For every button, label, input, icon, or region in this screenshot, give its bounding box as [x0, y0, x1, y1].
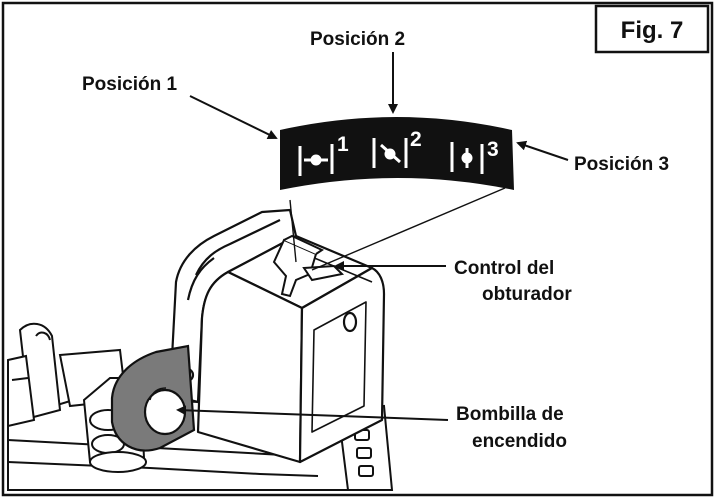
- label-shutter-control-line2: obturador: [482, 284, 572, 305]
- label-position-1: Posición 1: [82, 74, 177, 95]
- igniter-bulb: [110, 344, 196, 452]
- arrow-position-3: [516, 140, 569, 161]
- figure-tag-text: Fig. 7: [621, 17, 684, 44]
- dial-face: [280, 117, 514, 190]
- dial-number-1: 1: [337, 133, 349, 156]
- arrow-position-1: [189, 95, 278, 139]
- callout-labels: Posición 1 Posición 2 Posición 3 Control…: [82, 29, 669, 452]
- position-3-symbol: [450, 142, 484, 174]
- callout-arrows: [176, 52, 569, 421]
- label-position-3: Posición 3: [574, 154, 669, 175]
- label-shutter-control-line1: Control del: [454, 258, 554, 279]
- arrow-igniter-bulb: [176, 405, 449, 421]
- position-1-symbol: [298, 144, 334, 176]
- dial-callout: 1 2 3: [280, 117, 514, 271]
- figure-tag: Fig. 7: [594, 4, 710, 54]
- label-bulb-line2: encendido: [472, 431, 567, 452]
- dial-number-2: 2: [410, 128, 422, 151]
- label-position-2: Posición 2: [310, 29, 405, 50]
- dial-number-3: 3: [487, 138, 499, 161]
- label-bulb-line1: Bombilla de: [456, 404, 564, 425]
- position-2-symbol: [372, 138, 408, 168]
